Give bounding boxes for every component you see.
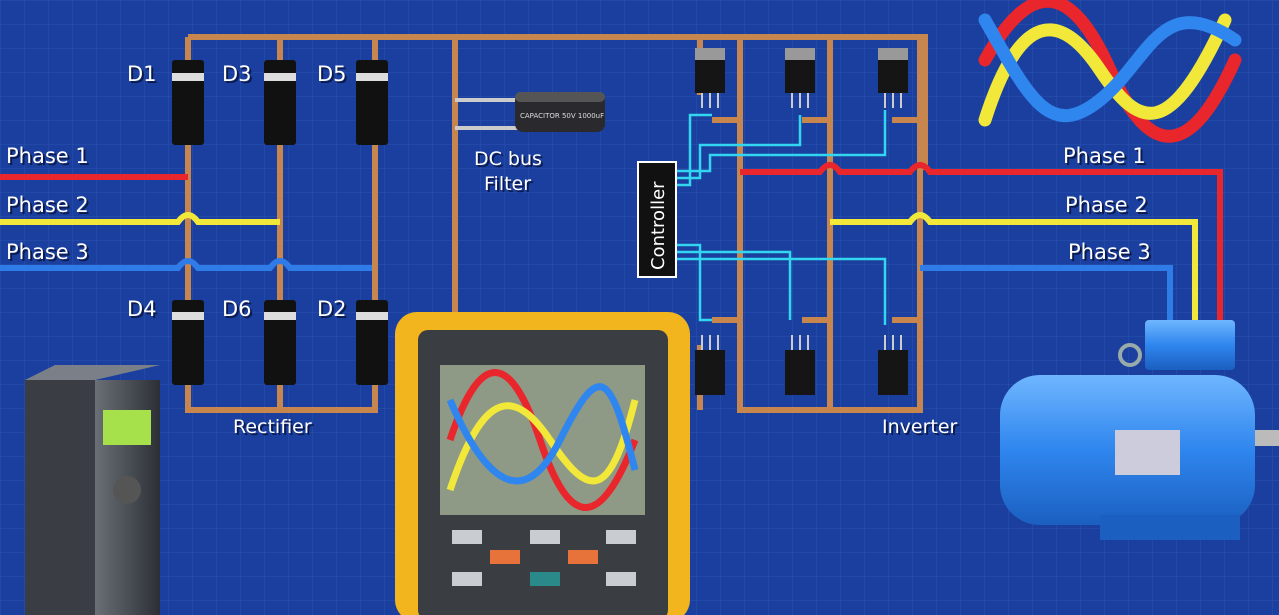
diodes bbox=[172, 60, 388, 385]
signal-wires bbox=[676, 110, 887, 325]
diode-icon bbox=[356, 60, 388, 145]
inverter-label: Inverter bbox=[882, 416, 958, 438]
capacitor-icon bbox=[455, 92, 605, 132]
output-phase-3-label: Phase 3 bbox=[1068, 240, 1151, 264]
transistor-icon bbox=[878, 335, 908, 395]
diode-icon bbox=[172, 60, 204, 145]
diode-label-d4: D4 bbox=[127, 297, 157, 321]
output-phase-2-label: Phase 2 bbox=[1065, 193, 1148, 217]
diode-icon bbox=[264, 60, 296, 145]
transistor-icon bbox=[785, 335, 815, 395]
diode-icon bbox=[356, 300, 388, 385]
diode-label-d5: D5 bbox=[317, 62, 347, 86]
transistors bbox=[695, 48, 908, 395]
transistor-icon bbox=[695, 48, 725, 108]
oscilloscope-icon bbox=[395, 312, 690, 615]
filter-label: Filter bbox=[484, 173, 532, 195]
diode-label-d3: D3 bbox=[222, 62, 252, 86]
output-phase-1-label: Phase 1 bbox=[1063, 144, 1146, 168]
diode-label-d1: D1 bbox=[127, 62, 157, 86]
diode-icon bbox=[172, 300, 204, 385]
transistor-icon bbox=[785, 48, 815, 108]
vfd-drive-icon bbox=[25, 365, 160, 615]
diode-label-d6: D6 bbox=[222, 297, 252, 321]
capacitor-text: CAPACITOR 50V 1000uF bbox=[520, 112, 605, 120]
diode-label-d2: D2 bbox=[317, 297, 347, 321]
input-phases bbox=[0, 174, 372, 271]
input-phase-3-label: Phase 3 bbox=[6, 240, 89, 264]
sine-wave-icon bbox=[978, 0, 1242, 143]
diode-icon bbox=[264, 300, 296, 385]
input-phase-2-label: Phase 2 bbox=[6, 193, 89, 217]
transistor-icon bbox=[695, 335, 725, 395]
rectifier-label: Rectifier bbox=[233, 416, 312, 438]
dc-bus-label: DC bus bbox=[474, 148, 542, 170]
electric-motor-icon bbox=[1000, 320, 1279, 540]
output-phases bbox=[740, 162, 1223, 325]
controller-box: Controller bbox=[637, 161, 677, 278]
input-phase-1-label: Phase 1 bbox=[6, 144, 89, 168]
controller-label: Controller bbox=[648, 181, 669, 270]
transistor-icon bbox=[878, 48, 908, 108]
